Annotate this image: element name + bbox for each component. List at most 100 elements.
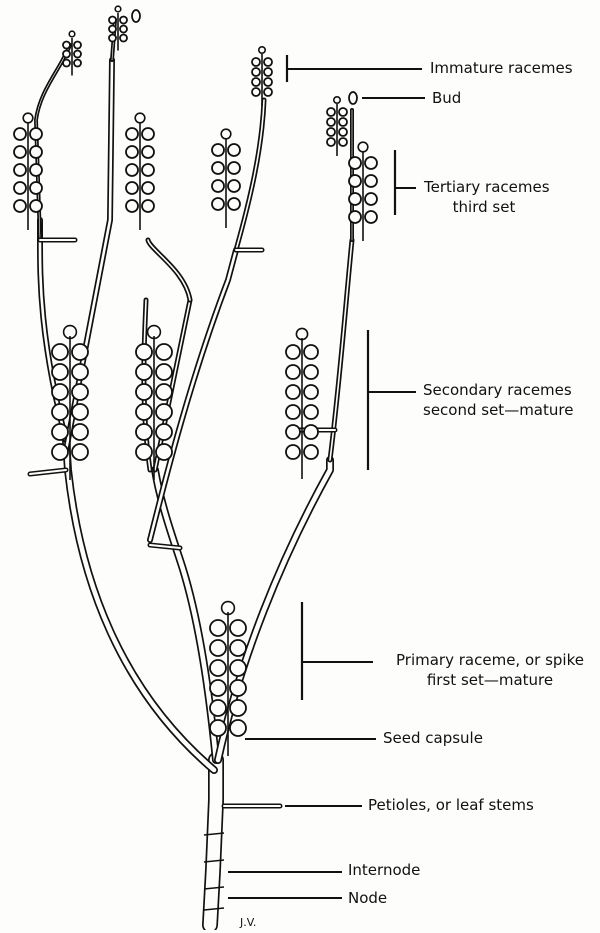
raceme-immature-right-capsule-r3 — [264, 78, 272, 86]
raceme-secondary-center-capsule-l4 — [136, 404, 152, 420]
raceme-immature-right-capsule-l3 — [252, 78, 260, 86]
raceme-immature-right-capsule-l2 — [252, 68, 260, 76]
raceme-tertiary-mid-capsule-l3 — [212, 180, 224, 192]
raceme-secondary-right-capsule-l1 — [286, 345, 300, 359]
raceme-secondary-left-capsule-r1 — [72, 344, 88, 360]
raceme-immature-top-capsule-l3 — [109, 35, 116, 42]
stem-main-trunk — [210, 760, 216, 925]
raceme-tertiary-left-capsule-l1 — [14, 128, 26, 140]
raceme-immature-right-capsule-l4 — [252, 88, 260, 96]
raceme-immature-right-capsule-r2 — [264, 68, 272, 76]
bud — [349, 92, 357, 104]
bud-top — [132, 10, 140, 22]
raceme-immature-far-right-tip-capsule — [334, 97, 340, 103]
label-seed-capsule: Seed capsule — [383, 728, 483, 748]
raceme-tertiary-left-capsule-r1 — [30, 128, 42, 140]
stem-right-upper — [330, 240, 352, 460]
raceme-secondary-right-capsule-r2 — [304, 365, 318, 379]
raceme-immature-top-capsule-l2 — [109, 26, 116, 33]
raceme-immature-far-right-capsule-r3 — [339, 128, 347, 136]
raceme-primary-capsule-r4 — [230, 680, 246, 696]
raceme-tertiary-center-capsule-l5 — [126, 200, 138, 212]
artist-signature: J.V. — [240, 913, 256, 933]
raceme-immature-far-right-capsule-l4 — [327, 138, 335, 146]
raceme-secondary-right-capsule-l3 — [286, 385, 300, 399]
raceme-tertiary-right-capsule-r2 — [365, 175, 377, 187]
raceme-immature-right-tip-capsule — [259, 47, 265, 53]
raceme-tertiary-left-capsule-r5 — [30, 200, 42, 212]
stem-center-to-raceme — [148, 240, 190, 300]
label-tertiary-title: Tertiary racemes — [424, 177, 544, 197]
raceme-immature-top-tip-capsule — [115, 6, 121, 12]
label-primary-raceme: Primary raceme, or spike first set—matur… — [380, 650, 600, 690]
raceme-secondary-left-capsule-l3 — [52, 384, 68, 400]
raceme-secondary-left-capsule-r3 — [72, 384, 88, 400]
raceme-tertiary-center-capsule-r3 — [142, 164, 154, 176]
raceme-immature-left-capsule-r1 — [74, 42, 81, 49]
label-internode: Internode — [348, 860, 420, 880]
raceme-secondary-left-capsule-l5 — [52, 424, 68, 440]
raceme-tertiary-right-capsule-r4 — [365, 211, 377, 223]
raceme-secondary-left-capsule-l6 — [52, 444, 68, 460]
raceme-tertiary-mid-capsule-r3 — [228, 180, 240, 192]
raceme-immature-far-right-capsule-l1 — [327, 108, 335, 116]
raceme-tertiary-right-tip-capsule — [358, 142, 368, 152]
raceme-secondary-center-capsule-l1 — [136, 344, 152, 360]
raceme-primary-capsule-r5 — [230, 700, 246, 716]
raceme-secondary-right-capsule-l4 — [286, 405, 300, 419]
raceme-secondary-center-capsule-l2 — [136, 364, 152, 380]
label-secondary-title: Secondary racemes — [423, 380, 573, 400]
raceme-secondary-center-capsule-r3 — [156, 384, 172, 400]
raceme-primary-capsule-l3 — [210, 660, 226, 676]
raceme-tertiary-center-capsule-l3 — [126, 164, 138, 176]
label-tertiary-subtitle: third set — [424, 197, 544, 217]
raceme-tertiary-mid-tip-capsule — [221, 129, 231, 139]
raceme-secondary-left-capsule-l2 — [52, 364, 68, 380]
raceme-secondary-left-capsule-r2 — [72, 364, 88, 380]
raceme-immature-left-capsule-r2 — [74, 51, 81, 58]
raceme-tertiary-right-capsule-l3 — [349, 193, 361, 205]
raceme-tertiary-right-capsule-l2 — [349, 175, 361, 187]
raceme-secondary-center-capsule-r5 — [156, 424, 172, 440]
raceme-secondary-right-capsule-r3 — [304, 385, 318, 399]
stem-far-left-top-outline — [36, 45, 70, 240]
raceme-secondary-right-capsule-r1 — [304, 345, 318, 359]
raceme-tertiary-mid-capsule-r1 — [228, 144, 240, 156]
raceme-tertiary-mid-capsule-l1 — [212, 144, 224, 156]
raceme-immature-far-right-capsule-l3 — [327, 128, 335, 136]
raceme-secondary-center-capsule-l3 — [136, 384, 152, 400]
raceme-tertiary-mid-capsule-l2 — [212, 162, 224, 174]
raceme-immature-top-capsule-r3 — [120, 35, 127, 42]
raceme-tertiary-center-capsule-l4 — [126, 182, 138, 194]
label-petioles: Petioles, or leaf stems — [368, 795, 534, 815]
stem-to-immature-outline — [236, 100, 264, 250]
raceme-immature-top-capsule-l1 — [109, 17, 116, 24]
raceme-secondary-right-capsule-l5 — [286, 425, 300, 439]
raceme-tertiary-center-tip-capsule — [135, 113, 145, 123]
raceme-secondary-left-capsule-l1 — [52, 344, 68, 360]
raceme-immature-left-capsule-r3 — [74, 60, 81, 67]
raceme-tertiary-left-capsule-r2 — [30, 146, 42, 158]
raceme-secondary-center-capsule-r4 — [156, 404, 172, 420]
raceme-immature-right-capsule-l1 — [252, 58, 260, 66]
raceme-tertiary-mid-capsule-r2 — [228, 162, 240, 174]
raceme-secondary-left-capsule-l4 — [52, 404, 68, 420]
raceme-immature-far-right-capsule-r2 — [339, 118, 347, 126]
raceme-primary-capsule-l5 — [210, 700, 226, 716]
raceme-tertiary-right-capsule-r1 — [365, 157, 377, 169]
raceme-secondary-right-capsule-l6 — [286, 445, 300, 459]
raceme-secondary-center-capsule-r1 — [156, 344, 172, 360]
raceme-secondary-right-capsule-l2 — [286, 365, 300, 379]
raceme-primary-capsule-r2 — [230, 640, 246, 656]
raceme-secondary-left-capsule-r6 — [72, 444, 88, 460]
raceme-tertiary-left-capsule-r3 — [30, 164, 42, 176]
raceme-immature-right-capsule-r1 — [264, 58, 272, 66]
raceme-immature-left-capsule-l3 — [63, 60, 70, 67]
raceme-secondary-center-capsule-l5 — [136, 424, 152, 440]
raceme-immature-left-capsule-l1 — [63, 42, 70, 49]
label-tertiary-racemes: Tertiary racemes third set — [424, 177, 544, 217]
label-secondary-racemes: Secondary racemes second set—mature — [423, 380, 573, 420]
raceme-tertiary-left-capsule-l4 — [14, 182, 26, 194]
raceme-tertiary-right-capsule-r3 — [365, 193, 377, 205]
